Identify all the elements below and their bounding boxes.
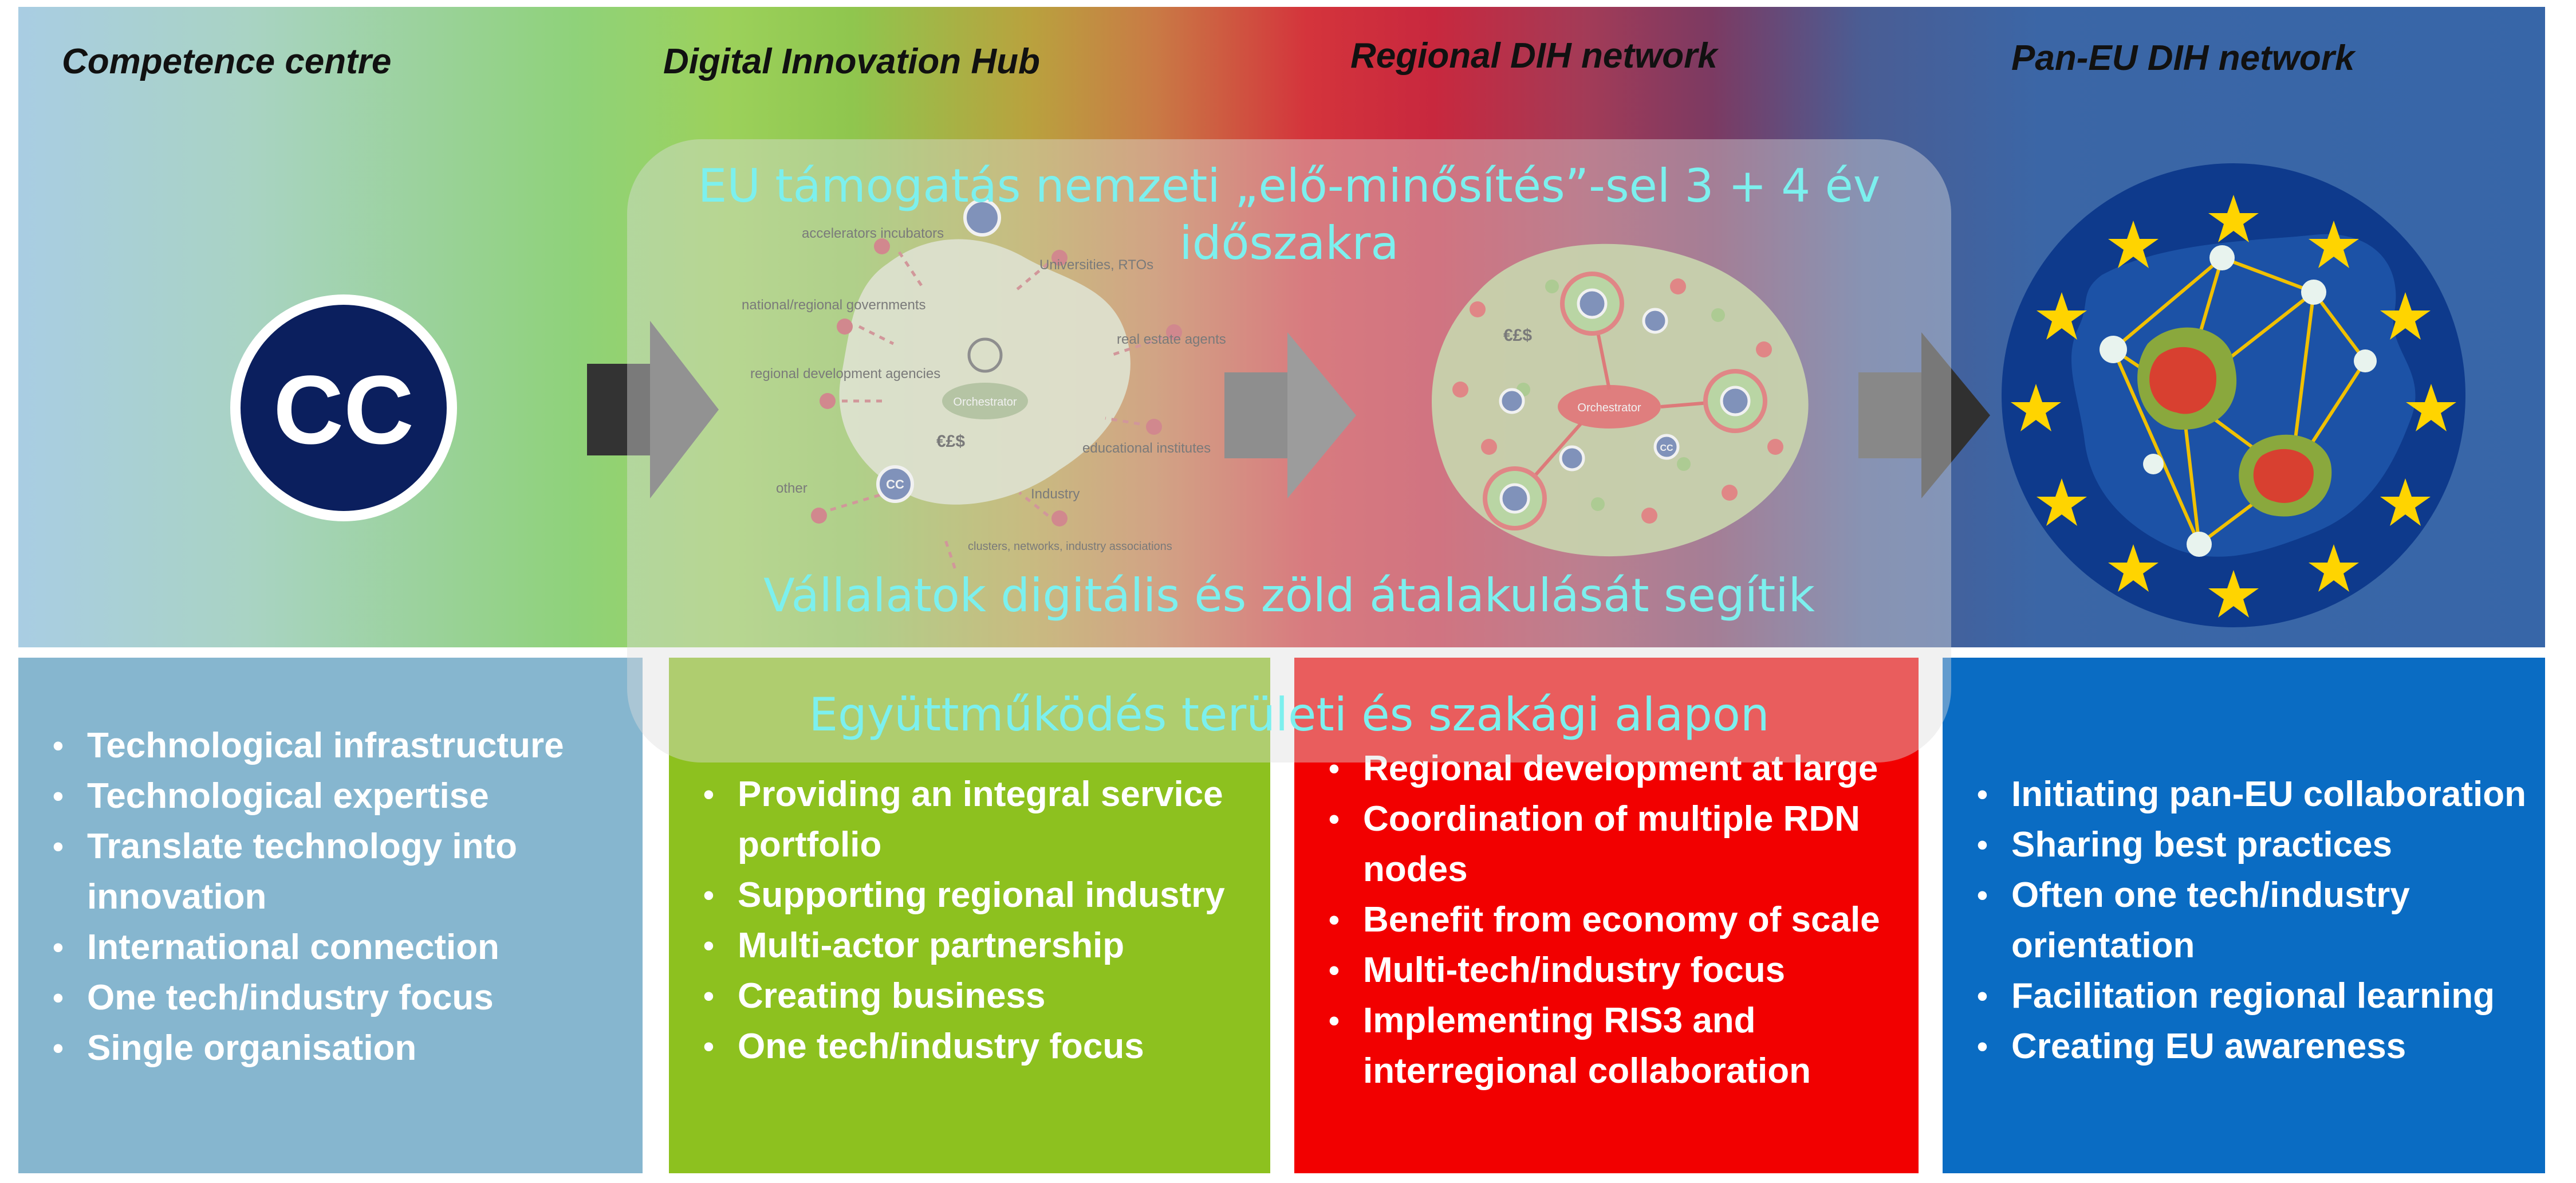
list-item: Single organisation [47, 1023, 625, 1074]
hub-label-governments: national/regional governments [742, 297, 926, 313]
competence-centre-list: Technological infrastructure Technologic… [47, 721, 625, 1074]
hub-currency-label: €£$ [936, 432, 965, 451]
list-item: Coordination of multiple RDN nodes [1323, 794, 1901, 895]
list-item: Implementing RIS3 and interregional coll… [1323, 996, 1901, 1096]
hub-label-clusters: clusters, networks, industry association… [968, 540, 1172, 553]
list-item: Creating business [698, 971, 1253, 1021]
panel-competence-centre: Technological infrastructure Technologic… [18, 658, 643, 1173]
list-item: One tech/industry focus [47, 973, 625, 1023]
hub-orchestrator-label: Orchestrator [953, 396, 1017, 408]
overlay-caption-eu-support: EU támogatás nemzeti „elő-minősítés”-sel… [698, 159, 1881, 270]
pan-eu-dih-network-list: Initiating pan-EU collaboration Sharing … [1971, 769, 2528, 1072]
hub-label-other: other [776, 481, 808, 496]
network-cc-badge: CC [1660, 443, 1673, 453]
panel-regional-dih-network: Regional development at large Coordinati… [1294, 658, 1919, 1173]
list-item: Supporting regional industry [698, 870, 1253, 921]
panel-pan-eu-dih-network: Initiating pan-EU collaboration Sharing … [1943, 658, 2545, 1173]
arrow-right-icon [1858, 332, 1990, 498]
list-item: Facilitation regional learning [1971, 971, 2528, 1021]
stage-title-digital-innovation-hub: Digital Innovation Hub [663, 42, 1040, 81]
cc-logo-icon: CC [230, 294, 457, 521]
list-item: Regional development at large [1323, 744, 1901, 794]
panel-digital-innovation-hub: Providing an integral service portfolio … [669, 658, 1270, 1173]
overlay-caption-cooperation: Együttműködés területi és szakági alapon [809, 688, 1770, 741]
arrow-right-icon [587, 321, 719, 498]
pan-eu-network-map [2002, 163, 2465, 627]
list-item: Initiating pan-EU collaboration [1971, 769, 2528, 820]
list-item: Translate technology into innovation [47, 822, 625, 922]
cc-logo-text: CC [273, 356, 414, 465]
eu-stars [2011, 195, 2456, 618]
hub-cc-badge: CC [886, 477, 904, 492]
list-item: International connection [47, 922, 625, 973]
list-item: Sharing best practices [1971, 820, 2528, 870]
overlay-caption-digital-green: Vállalatok digitális és zöld átalakulásá… [763, 569, 1815, 622]
digital-innovation-hub-diagram: Orchestrator €£$ CC accelerators incubat… [742, 199, 1226, 573]
hub-label-accelerators: accelerators incubators [802, 226, 944, 241]
stage-title-pan-eu-dih-network: Pan-EU DIH network [2011, 38, 2355, 78]
list-item: Technological infrastructure [47, 721, 625, 771]
list-item: Creating EU awareness [1971, 1021, 2528, 1072]
hub-label-universities: Universities, RTOs [1039, 257, 1153, 273]
list-item: Benefit from economy of scale [1323, 895, 1901, 945]
overlay-panel [627, 139, 1951, 763]
regional-dih-network-list: Regional development at large Coordinati… [1323, 744, 1901, 1096]
list-item: Often one tech/industry orientation [1971, 870, 2528, 971]
list-item: Multi-actor partnership [698, 921, 1253, 971]
arrow-right-icon [1224, 332, 1356, 498]
network-currency-label: €£$ [1503, 326, 1532, 345]
list-item: Technological expertise [47, 771, 625, 822]
list-item: Providing an integral service portfolio [698, 769, 1253, 870]
hub-label-industry: Industry [1031, 486, 1080, 502]
hub-label-educational: educational institutes [1082, 441, 1211, 456]
hub-label-regional-agencies: regional development agencies [750, 366, 940, 382]
stage-title-competence-centre: Competence centre [62, 42, 392, 81]
list-item: Multi-tech/industry focus [1323, 945, 1901, 996]
network-orchestrator-label: Orchestrator [1577, 402, 1641, 414]
regional-dih-network-diagram: Orchestrator €£$ CC [1432, 243, 1809, 557]
stage-title-regional-dih-network: Regional DIH network [1350, 36, 1718, 76]
list-item: One tech/industry focus [698, 1021, 1253, 1072]
hub-label-real-estate: real estate agents [1117, 332, 1226, 347]
digital-innovation-hub-list: Providing an integral service portfolio … [698, 769, 1253, 1072]
network-icon [967, 337, 1003, 373]
